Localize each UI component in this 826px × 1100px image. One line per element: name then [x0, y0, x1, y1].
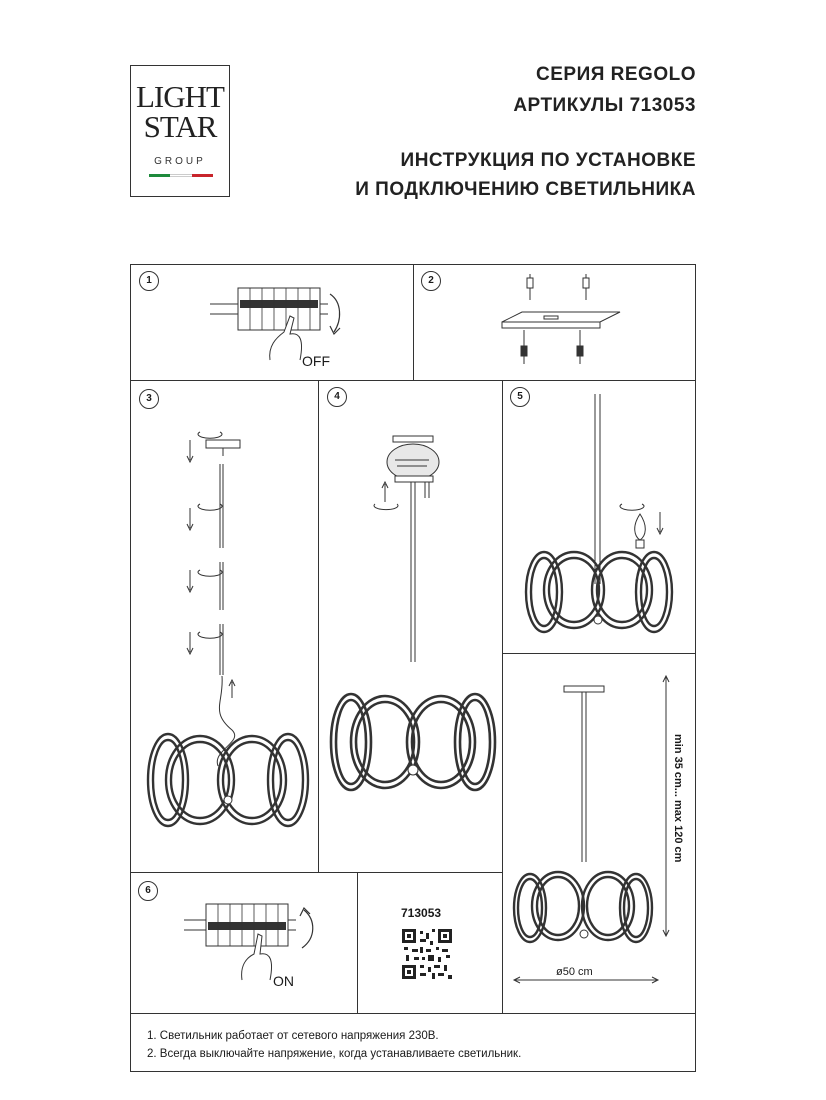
logo-line-group: GROUP [154, 156, 206, 167]
divider-col-4-5 [502, 380, 503, 1014]
divider-notes [130, 1013, 696, 1014]
instruction-title-line2: И ПОДКЛЮЧЕНИЮ СВЕТИЛЬНИКА [355, 179, 696, 200]
step1-off-label: OFF [302, 353, 330, 369]
breaker-on-illustration [184, 903, 314, 981]
article-title: АРТИКУЛЫ 713053 [513, 95, 696, 116]
step-number-2: 2 [421, 271, 441, 291]
series-title: СЕРИЯ REGOLO [536, 64, 696, 85]
divider-row3 [130, 872, 502, 873]
height-dimension-label: min 35 cm... max 120 cm [672, 734, 684, 863]
divider-col-3-4 [318, 380, 319, 872]
instruction-title-line1: ИНСТРУКЦИЯ ПО УСТАНОВКЕ [400, 150, 696, 171]
qr-code-icon [402, 929, 452, 979]
diameter-dimension-label: ø50 cm [556, 966, 593, 978]
step-number-5: 5 [510, 387, 530, 407]
article-code-label: 713053 [401, 906, 442, 920]
safety-notes: 1. Светильник работает от сетевого напря… [147, 1027, 521, 1063]
step6-on-label: ON [273, 973, 294, 989]
step-number-4: 4 [327, 387, 347, 407]
divider-step5-dims [502, 653, 696, 654]
bulb-installation-illustration [524, 394, 674, 634]
step-number-3: 3 [139, 389, 159, 409]
step-number-1: 1 [139, 271, 159, 291]
dimensions-illustration [512, 674, 670, 984]
rod-assembly-illustration [146, 431, 310, 828]
note-item: 1. Светильник работает от сетевого напря… [147, 1030, 439, 1042]
logo-line-light: LIGHT [136, 79, 225, 114]
divider-row1 [130, 380, 696, 381]
breaker-off-illustration [210, 287, 341, 361]
brand-logo: LIGHT STAR GROUP [130, 65, 230, 197]
logo-line-star: STAR [143, 109, 218, 144]
note-item: 2. Всегда выключайте напряжение, когда у… [147, 1048, 522, 1060]
divider-col-1-2 [413, 264, 414, 380]
divider-col-6-code [357, 872, 358, 1014]
italian-flag-stripe [149, 174, 213, 177]
mounting-bracket-illustration [501, 274, 621, 364]
step-number-6: 6 [138, 881, 158, 901]
fixture-hanging-illustration [329, 435, 497, 792]
